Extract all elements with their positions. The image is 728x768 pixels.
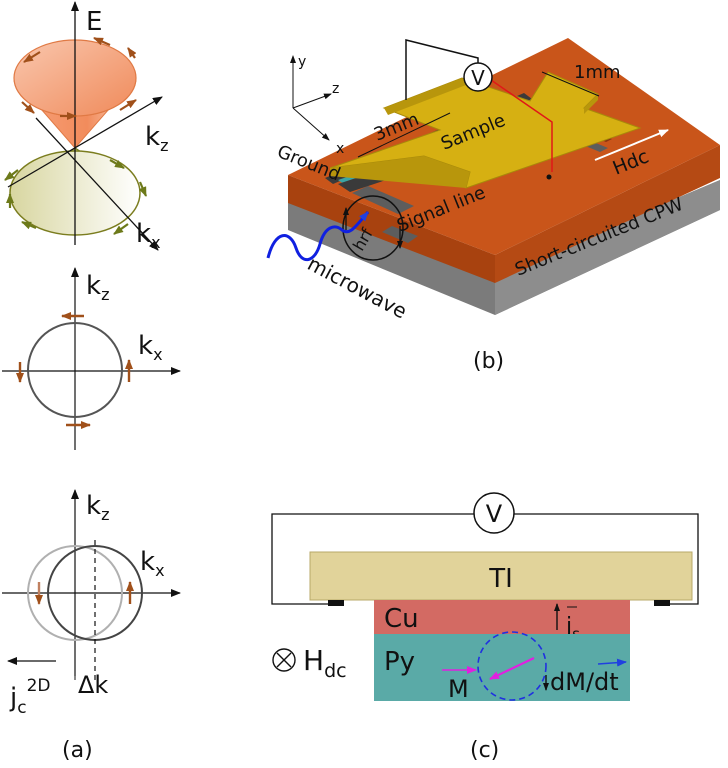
caption-c: (c): [470, 738, 499, 763]
panel-b: V 3mm 1mm Sample y z x Ground Signal lin…: [266, 38, 720, 374]
caption-a: (a): [62, 738, 93, 763]
ti-layer: [309, 551, 693, 601]
wiring: V: [405, 39, 553, 180]
right-contact: [654, 600, 670, 606]
cone-kx-label: kx: [136, 219, 161, 252]
dim-3mm-line: [357, 112, 451, 158]
voltmeter-b: [463, 62, 493, 92]
left-wire: [271, 513, 474, 605]
hdc-into-page-icon: [272, 648, 296, 672]
voltmeter-wire-black: [405, 39, 479, 100]
equilibrium-circle: [27, 545, 123, 641]
cpw-base-right: [495, 180, 720, 315]
cu-layer: [374, 600, 630, 634]
current-density-label: jc2D: [9, 676, 51, 718]
sample-front-edge: [330, 156, 470, 188]
shifted-contour: kz kx jc2D Δk: [2, 489, 181, 718]
py-layer: [374, 634, 630, 701]
cpw-gap-left: [352, 186, 414, 214]
dmdt-label: dM/dt: [550, 668, 619, 696]
voltmeter-c: [473, 492, 515, 534]
panel-c: V TI Cu js Py M dM/dt Hdc (c): [271, 492, 699, 763]
contour-kz-label: kz: [86, 271, 109, 304]
caption-b: (b): [473, 349, 504, 374]
axis-x-label: x: [336, 141, 344, 157]
axis-z-label: z: [332, 81, 339, 97]
fermi-contour: kz kx: [2, 267, 181, 450]
dirac-cone: E kz kx: [4, 1, 168, 252]
voltmeter-wire-red: [490, 79, 553, 172]
sample-cross: [329, 71, 642, 192]
shifted-kz-label: kz: [86, 491, 109, 524]
upper-spin-arrows: [21, 36, 137, 120]
right-wire: [514, 513, 699, 605]
sample-right-edge: [584, 94, 598, 114]
hdc-c-label: Hdc: [303, 644, 347, 682]
voltmeter-c-label: V: [486, 500, 503, 528]
cone-kz-label: kz: [145, 122, 168, 155]
py-label: Py: [384, 647, 415, 677]
shifted-kx-label: kx: [140, 547, 165, 580]
contour-spin-arrows: [16, 312, 133, 429]
microwave-wave: [266, 211, 370, 261]
panel-a: E kz kx kz kx: [2, 1, 181, 763]
dim-1mm: 1mm: [574, 62, 621, 83]
axis-y-label: y: [298, 54, 306, 70]
lower-spin-arrows: [4, 159, 148, 235]
dmdt-arrow: [597, 658, 627, 667]
contact-dot: [546, 174, 552, 180]
dim-1mm-line: [541, 71, 600, 97]
sample-back-edge: [384, 78, 466, 115]
precession-circle: [477, 631, 547, 701]
magnetization-arrow: [489, 657, 535, 680]
cu-label: Cu: [384, 604, 419, 634]
contour-circle: [27, 322, 123, 418]
ti-label: TI: [488, 564, 513, 594]
voltmeter-b-label: V: [471, 66, 485, 90]
kz-axis: [7, 96, 163, 188]
hdc-arrow: [594, 129, 669, 161]
m-label: M: [448, 675, 469, 703]
left-contact: [328, 600, 344, 606]
kx-axis: [35, 117, 159, 251]
coord-triad: y z x: [290, 54, 344, 157]
contour-kx-label: kx: [138, 331, 163, 364]
cpw-right-face: [495, 145, 720, 283]
delta-k-label: Δk: [78, 671, 108, 699]
hrf-circle: [342, 195, 404, 261]
energy-axis-label: E: [86, 7, 102, 37]
